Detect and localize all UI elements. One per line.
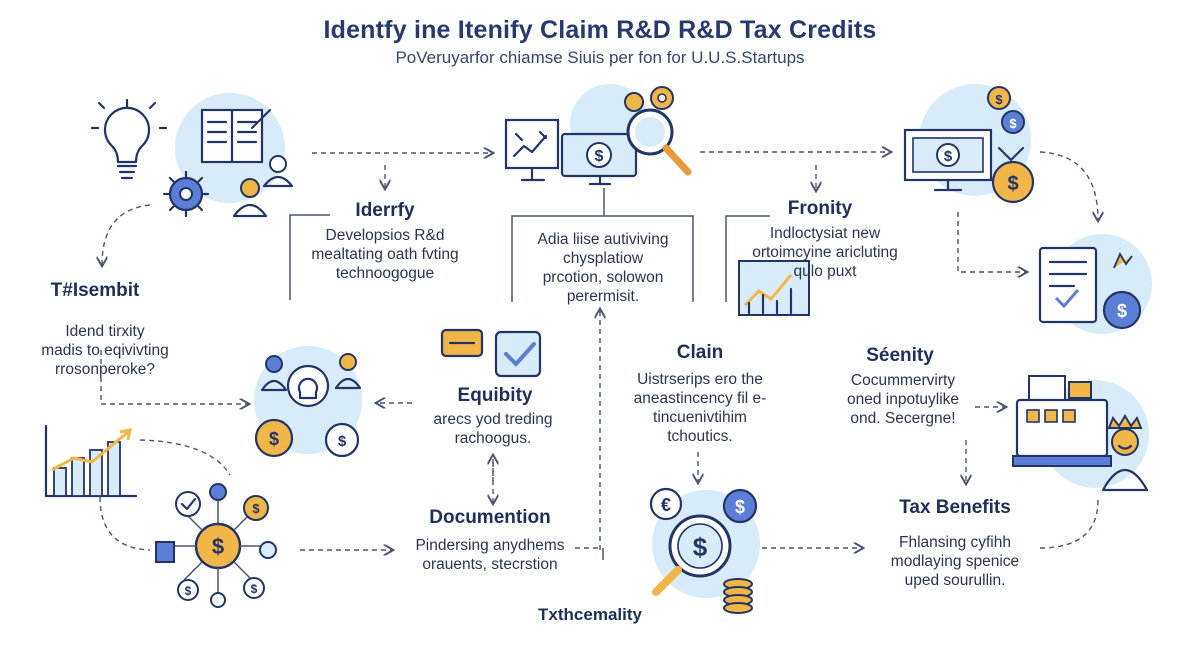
- svg-text:$: $: [735, 497, 745, 517]
- network-icon: $ $ $ $: [155, 483, 277, 608]
- identify-line: Developsios R&d: [325, 227, 445, 244]
- person-icon: [232, 155, 294, 218]
- diagram-subtitle: PoVeruyarfor chiamse Siuis per fon for U…: [395, 48, 805, 67]
- tsembit-description: Idend tirxity madis to eqivivting rroson…: [10, 322, 200, 379]
- tax-benefits-line: modlaying spenice: [890, 553, 1020, 570]
- seenity-description: Cocummervirty oned inpotuylike ond. Sece…: [828, 371, 978, 428]
- txthcemality-label: Txthcemality: [538, 605, 642, 624]
- equibity-description: arecs yod treding rachoogus.: [408, 410, 578, 448]
- identify-line: technoogogue: [335, 265, 435, 282]
- gear-icon: [162, 170, 210, 218]
- document-illustration: $: [1038, 234, 1152, 334]
- coin-stack-icon: [723, 578, 753, 614]
- svg-text:$: $: [251, 582, 258, 596]
- center-top-line: Adia liise autiviving: [537, 231, 669, 248]
- equibity-heading: Equibity: [457, 385, 533, 406]
- checkbox-icon: [440, 328, 542, 378]
- seenity-line: ond. Secergne!: [850, 410, 956, 427]
- diagram-title: Identfy ine Itenify Claim R&D R&D Tax Cr…: [323, 16, 877, 44]
- svg-text:$: $: [1117, 301, 1127, 321]
- coin-icon: $ $: [987, 86, 1025, 134]
- identify-line: mealtating oath fvting: [311, 246, 459, 263]
- tax-benefits-line: uped sourullin.: [904, 572, 1006, 589]
- funding-illustration: $ $ $ $: [903, 84, 1035, 204]
- growth-chart-illustration: [738, 260, 810, 316]
- analysis-illustration: $: [504, 84, 692, 186]
- clain-heading: Clain: [676, 342, 724, 363]
- documention-heading: Documention: [429, 507, 551, 528]
- seenity-heading: Séenity: [866, 345, 934, 366]
- identify-illustration: [90, 93, 294, 218]
- money-bag-icon: $: [254, 418, 294, 458]
- clain-description: Uistrserips ero the aneastincency fil e-…: [605, 370, 795, 446]
- svg-text:$: $: [212, 534, 224, 559]
- documention-line: orauents, stecrstion: [422, 556, 558, 573]
- fronity-description: Indloctysiat new ortoimcyine aricluting …: [730, 224, 920, 281]
- king-icon: [1101, 414, 1149, 492]
- documention-line: Pindersing anydhems: [415, 537, 565, 554]
- tsembit-line: Idend tirxity: [65, 323, 145, 340]
- svg-text:$: $: [269, 429, 279, 449]
- monitor-money-icon: $: [903, 128, 993, 192]
- clain-line: tincuenivtihim: [653, 409, 747, 426]
- cash-icon: $: [560, 132, 638, 186]
- equibity-line: rachoogus.: [454, 430, 532, 447]
- svg-text:$: $: [338, 433, 347, 450]
- svg-text:$: $: [693, 532, 708, 562]
- lightbulb-icon: [90, 98, 168, 180]
- fronity-heading: Fronity: [787, 198, 853, 219]
- tsembit-heading: T#Isembit: [50, 280, 140, 301]
- claim-illustration: € $ $: [649, 487, 760, 614]
- fronity-line: qulo puxt: [793, 263, 857, 280]
- clain-line: Uistrserips ero the: [637, 371, 763, 388]
- identify-heading: Iderrfy: [355, 200, 415, 221]
- gear-pair-icon: [624, 86, 674, 112]
- seenity-line: Cocummervirty: [850, 372, 956, 389]
- magnifier-icon: $: [652, 514, 732, 596]
- svg-text:$: $: [595, 148, 604, 165]
- gear-icon: $: [324, 422, 360, 458]
- tsembit-line: rrosonperoke?: [55, 361, 155, 378]
- magnifier-icon: [626, 108, 692, 176]
- benefits-illustration: [1012, 375, 1149, 492]
- identify-description: Developsios R&d mealtating oath fvting t…: [290, 226, 480, 283]
- clain-line: aneastincency fil e-: [633, 390, 767, 407]
- computer-icon: [504, 118, 560, 182]
- bar-chart-icon: [44, 424, 138, 498]
- documention-description: Pindersing anydhems orauents, stecrstion: [395, 536, 585, 574]
- svg-text:$: $: [995, 92, 1003, 107]
- svg-text:$: $: [185, 584, 192, 598]
- tax-benefits-line: Fhlansing cyfihh: [898, 534, 1011, 551]
- euro-coin-icon: €: [649, 487, 683, 521]
- tax-benefits-heading: Tax Benefits: [899, 497, 1011, 518]
- book-icon: [200, 108, 272, 164]
- eligibility-illustration: $ $: [254, 346, 362, 458]
- center-top-line: chysplatiow: [562, 250, 644, 267]
- tax-benefits-description: Fhlansing cyfihh modlaying spenice uped …: [870, 533, 1040, 590]
- equibity-line: arecs yod treding: [433, 411, 553, 428]
- money-bag-icon: $: [991, 146, 1035, 204]
- fronity-line: Indloctysiat new: [769, 225, 881, 242]
- tsembit-line: madis to eqivivting: [41, 342, 169, 359]
- center-top-line: perermisit.: [566, 288, 640, 305]
- clain-line: tchoutics.: [667, 428, 733, 445]
- center-top-description: Adia liise autiviving chysplatiow prcoti…: [512, 230, 694, 306]
- cash-register-icon: [1012, 375, 1112, 467]
- center-top-line: prcotion, solowon: [542, 269, 664, 286]
- fronity-line: ortoimcyine aricluting: [752, 244, 898, 261]
- svg-text:$: $: [252, 501, 260, 516]
- svg-text:$: $: [1009, 116, 1017, 131]
- svg-text:$: $: [944, 148, 953, 165]
- seenity-line: oned inpotuylike: [846, 391, 960, 408]
- svg-text:€: €: [661, 495, 671, 515]
- document-check-icon: $: [1038, 246, 1142, 330]
- svg-text:$: $: [1007, 173, 1018, 195]
